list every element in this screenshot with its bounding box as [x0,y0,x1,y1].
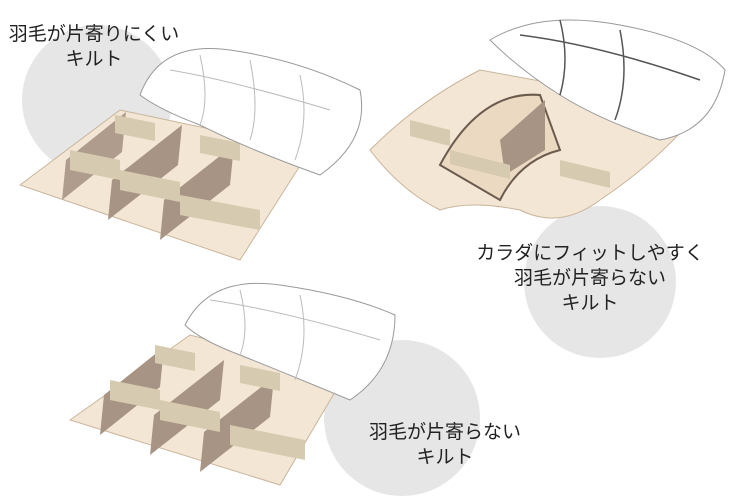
quilt-3 [68,282,396,486]
caption-quilt-3: 羽毛が片寄らない キルト [345,420,545,470]
caption-line: カラダにフィットしやすく [476,242,704,264]
caption-line: キルト [561,292,619,314]
caption-line: キルト [416,446,474,468]
caption-quilt-2: カラダにフィットしやすく 羽毛が片寄らない キルト [455,241,725,316]
caption-line: キルト [65,48,123,70]
caption-line: 羽毛が片寄らない [513,267,666,289]
caption-line: 羽毛が片寄りにくい [8,23,180,45]
caption-line: 羽毛が片寄らない [368,421,521,443]
quilt-1 [18,48,363,261]
caption-circle-2 [524,206,676,358]
caption-quilt-1: 羽毛が片寄りにくい キルト [4,22,184,72]
quilt-2 [369,19,726,219]
